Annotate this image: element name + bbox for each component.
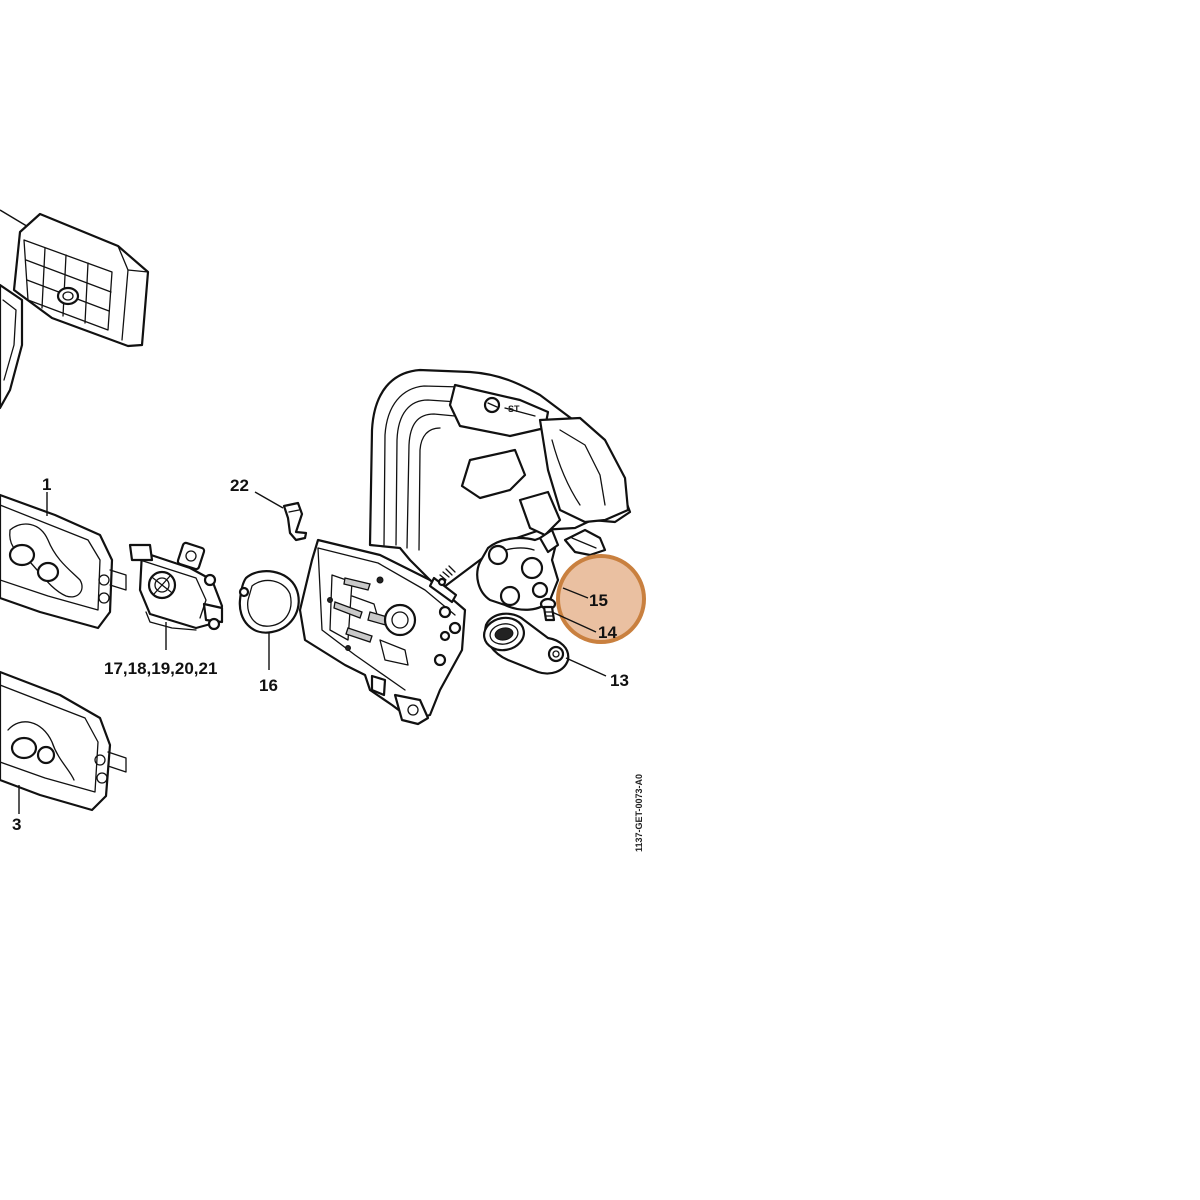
part-label-22: 22: [230, 476, 249, 495]
part-3-cover-illustration: [0, 670, 127, 814]
part-label-13: 13: [610, 671, 629, 690]
part-13-manifold-illustration: [483, 612, 570, 675]
air-filter-illustration: [0, 209, 150, 410]
part-22-fitting-illustration: [254, 491, 308, 542]
svg-text:ST: ST: [508, 404, 520, 414]
part-label-1: 1: [42, 475, 51, 494]
handle-housing-illustration: ST: [298, 368, 632, 726]
part-label-14: 14: [598, 623, 617, 642]
part-16-gasket-illustration: [238, 570, 300, 670]
drawing-reference-code: 1137-GET-0073-A0: [634, 774, 644, 852]
part-15-bracket-illustration: [476, 528, 560, 611]
highlight-circle: [556, 554, 646, 644]
part-label-15: 15: [589, 591, 608, 610]
part-1-cover-illustration: [0, 492, 127, 630]
part-14-screw-illustration: [539, 597, 557, 622]
part-label-3: 3: [12, 815, 21, 834]
carburetor-illustration: [128, 541, 224, 650]
part-label-16: 16: [259, 676, 278, 695]
part-label-17-21: 17,18,19,20,21: [104, 659, 217, 678]
